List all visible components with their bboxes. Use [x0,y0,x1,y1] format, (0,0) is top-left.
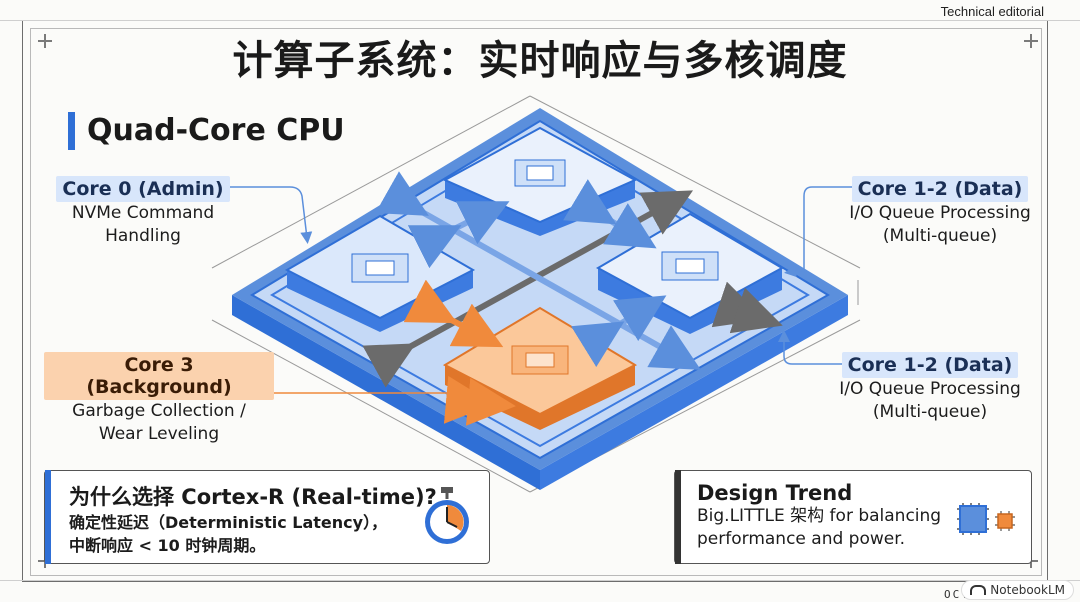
design-trend-accent-bar [675,470,681,564]
cortex-r-title: 为什么选择 Cortex-R (Real-time)? [69,485,437,509]
section-tag: Technical editorial [934,4,1050,19]
brand-name: NotebookLM [990,583,1065,597]
cortex-r-line-2: 中断响应 < 10 时钟周期。 [69,536,266,555]
ruler-bottom [0,580,1080,581]
brand-badge: NotebookLM [961,580,1074,600]
cortex-r-accent-bar [45,470,51,564]
cortex-r-box: 为什么选择 Cortex-R (Real-time)? 确定性延迟（Determ… [44,470,490,564]
design-trend-box: Design Trend Big.LITTLE 架构 for balancing… [674,470,1032,564]
core12-bottom-name: Core 1-2 (Data) [841,352,1019,378]
core12-top-name: Core 1-2 (Data) [851,176,1029,202]
design-trend-line-2: performance and power. [697,529,906,549]
core0-name: Core 0 (Admin) [56,176,230,202]
callout-leaders [218,186,862,365]
callout-core12-top: Core 1-2 (Data) I/O Queue Processing (Mu… [830,176,1050,248]
cortex-r-line-1: 确定性延迟（Deterministic Latency）， [69,513,388,532]
callout-core0: Core 0 (Admin) NVMe Command Handling [48,176,238,248]
interconnect-arrows [362,171,783,426]
ruler-top [0,20,1080,21]
design-trend-line-1: Big.LITTLE 架构 for balancing [697,506,942,526]
subhead: Quad-Core CPU [68,112,345,150]
core0-desc-1: NVMe Command [71,203,215,223]
core12-bottom-desc-1: I/O Queue Processing [839,379,1021,399]
inner-frame [30,28,1042,576]
corner-mark-tl [38,34,52,48]
page-title: 计算子系统：实时响应与多核调度 [232,38,848,84]
core3-name: Core 3 (Background) [44,352,274,400]
callout-core3: Core 3 (Background) Garbage Collection /… [44,352,274,446]
corner-mark-tr [1024,34,1038,48]
core12-bottom-desc-2: (Multi-queue) [872,402,988,422]
brand-logo-icon [970,585,987,595]
callout-core12-bottom: Core 1-2 (Data) I/O Queue Processing (Mu… [820,352,1040,424]
core12-top-desc-2: (Multi-queue) [882,226,998,246]
core0-desc-2: Handling [105,226,181,246]
core3-desc-2: Wear Leveling [98,424,220,444]
big-little-chip-icon [957,503,1015,535]
core3-desc-1: Garbage Collection / [72,401,246,421]
stopwatch-icon [425,487,469,544]
design-trend-title: Design Trend [697,481,853,505]
core12-top-desc-1: I/O Queue Processing [849,203,1031,223]
